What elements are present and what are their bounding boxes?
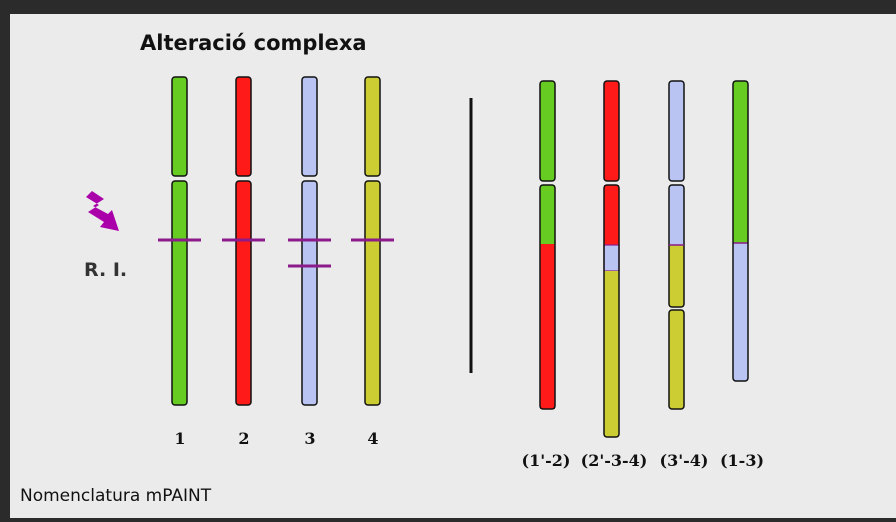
derivative-3-4-middle-outline [668,184,685,308]
chromosome-3-short-arm [301,76,318,177]
derivative-2-3-4-blue-segment [603,244,620,272]
diagram-title: Alteració complexa [140,31,367,55]
chromosome-2-long-arm [235,180,252,406]
derivative-2-3-4-long-arm-outline [603,184,620,438]
derivative-1-3 [732,80,749,382]
derivative-3-4-blue-segment [669,185,684,245]
derivative-2-3-4 [603,80,620,438]
derivative-3-4-yellow-upper-segment [669,245,684,307]
label-1: 1 [174,429,185,448]
label-4: 4 [367,429,378,448]
ri-label: R. I. [84,259,127,281]
chromosome-1-long-arm [171,180,188,406]
derivative-3-4 [668,80,685,410]
chromosome-1 [158,76,201,406]
derivative-1-3-blue-segment [733,243,748,381]
chromosome-4-long-arm [364,180,381,406]
derivative-1-2-long-arm-outline [539,184,556,410]
derivative-1-2-green-segment [540,185,555,244]
label-2: 2 [238,429,249,448]
chromosome-3-long-arm [301,180,318,406]
derivative-label-1-2: (1'-2) [522,451,571,470]
derivative-2-3-4-short-arm [603,80,620,182]
derivative-1-3-green-segment [733,81,748,243]
derivative-label-3-4: (3'-4) [660,451,709,470]
derivative-2-3-4-red-segment [604,185,619,245]
derivative-label-1-3: (1-3) [720,451,764,470]
chromosome-2-short-arm [235,76,252,177]
derivative-1-2-short-arm [539,80,556,182]
label-3: 3 [304,429,315,448]
chromosome-3 [288,76,331,406]
footer-label: Nomenclatura mPAINT [20,486,212,506]
chromosome-1-short-arm [171,76,188,177]
derivative-3-4-short-arm [668,80,685,182]
radiation-arrow-icon [86,191,119,231]
derivative-1-2 [539,80,556,410]
derivative-3-4-lower-segment [668,309,685,410]
derivative-label-2-3-4: (2'-3-4) [581,451,648,470]
derivative-1-2-red-segment [540,244,555,409]
derivative-1-3-outline [732,80,749,382]
chromosome-4 [351,76,394,406]
chromosome-4-short-arm [364,76,381,177]
chromosome-2 [222,76,265,406]
derivative-2-3-4-yellow-segment [604,271,619,437]
arrow-shape [86,191,119,231]
